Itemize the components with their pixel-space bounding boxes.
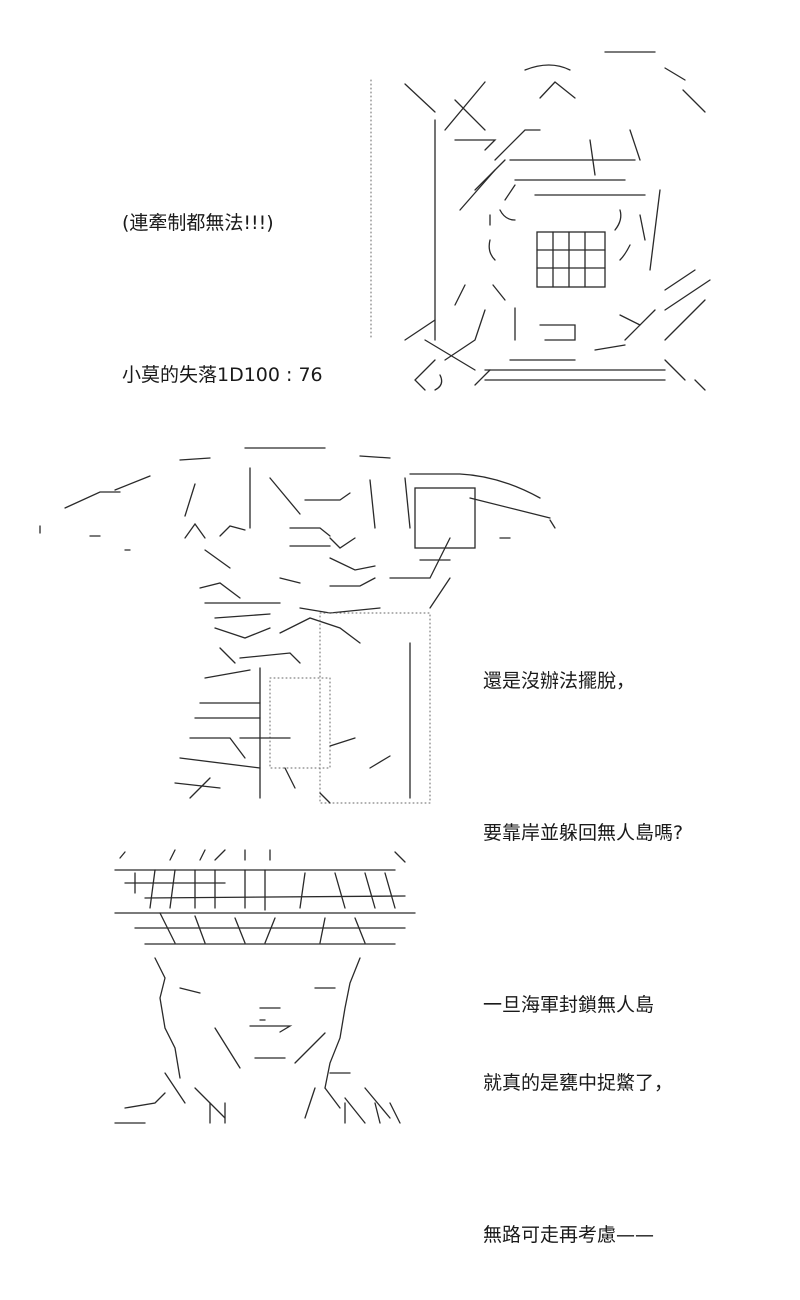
caption-line-1: (連牽制都無法!!!) [122, 212, 274, 234]
ascii-art-shocked-face [365, 40, 725, 400]
caption-panel-3: 一旦海軍封鎖無人島 就真的是甕中捉鱉了， 無路可走再考慮—— [483, 940, 673, 1300]
panel-serious-character: 一旦海軍封鎖無人島 就真的是甕中捉鱉了， 無路可走再考慮—— [0, 820, 800, 1246]
panel-character-holding-head: 還是沒辦法擺脫， 要靠岸並躲回無人島嗎? [0, 420, 800, 844]
caption-panel-2: 還是沒辦法擺脫， 要靠岸並躲回無人島嗎? [483, 616, 683, 898]
caption-line-2: 要靠岸並躲回無人島嗎? [483, 822, 684, 844]
caption-line-1: 一旦海軍封鎖無人島 [483, 994, 655, 1016]
ascii-art-hand-on-head [30, 438, 570, 810]
ascii-art-serious-face [105, 848, 435, 1130]
caption-panel-1: (連牽制都無法!!!) 小莫的失落1D100 : 76 [122, 158, 323, 440]
caption-line-2: 小莫的失落1D100 : 76 [122, 364, 323, 386]
caption-line-3: 無路可走再考慮—— [483, 1224, 655, 1246]
caption-line-1: 還是沒辦法擺脫， [483, 670, 636, 692]
caption-line-2: 就真的是甕中捉鱉了， [483, 1072, 674, 1094]
panel-shocked-character: (連牽制都無法!!!) 小莫的失落1D100 : 76 [0, 0, 800, 420]
